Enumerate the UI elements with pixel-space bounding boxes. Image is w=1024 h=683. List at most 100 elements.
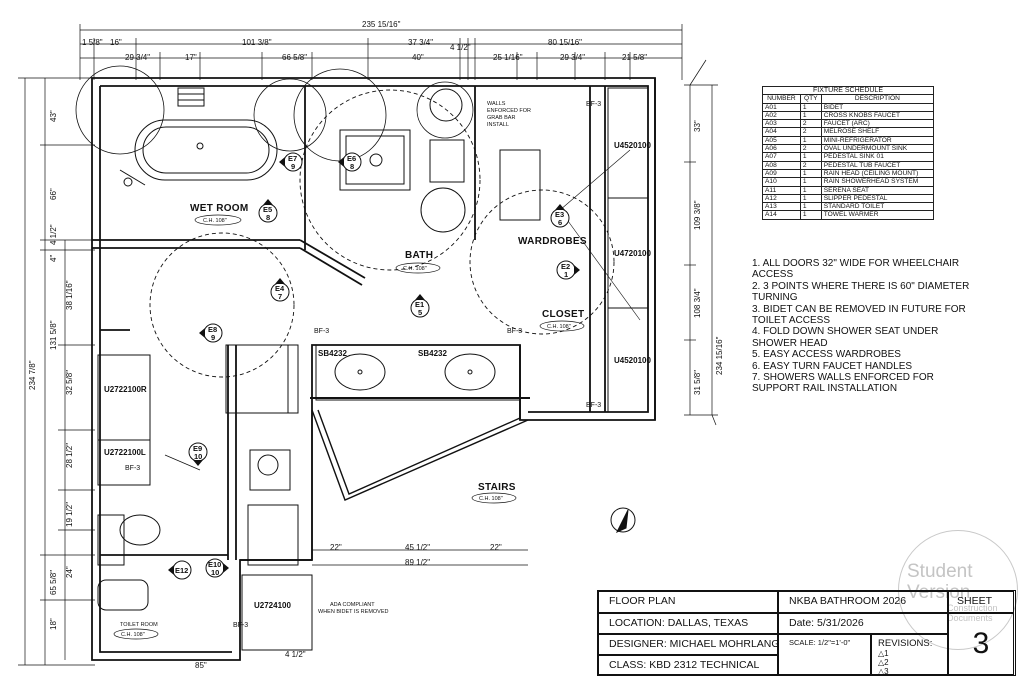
tag-e1: E1 — [415, 300, 424, 309]
bf-label: BF-3 — [507, 328, 522, 335]
room-toilet-room: TOILET ROOM — [120, 622, 158, 628]
schedule-cell: A03 — [762, 119, 801, 129]
schedule-cell: 2 — [799, 127, 822, 137]
dim-top: 1 5/8" — [82, 38, 103, 47]
cabinet-u2: U4720100 — [614, 249, 651, 258]
schedule-cell: 1 — [799, 193, 822, 204]
schedule-cell: A01 — [762, 102, 801, 112]
tb-revisions: REVISIONS: △1 △2 △3 — [871, 634, 948, 676]
cabinet-u5: U2722100L — [104, 448, 146, 457]
schedule-cell: 1 — [799, 185, 822, 195]
left-dimension-lines — [18, 77, 95, 666]
right-dimension-lines — [684, 59, 718, 426]
dimension-labels: 235 15/16" 1 5/8" 16" 101 3/8" 37 3/4" 4… — [28, 20, 724, 670]
tb-location: LOCATION: DALLAS, TEXAS — [598, 613, 778, 634]
bf-label: BF-3 — [586, 101, 601, 108]
bf-label: BF-3 — [314, 328, 329, 335]
rev-triangle-icon: △2 — [878, 658, 889, 667]
tag-e4: E4 — [275, 284, 285, 293]
dim-stairs: 45 1/2" — [405, 543, 430, 552]
dim-top-second: 29 3/4" — [560, 53, 585, 62]
tag-e12: E12 — [175, 566, 188, 575]
tb-date: Date: 5/31/2026 — [778, 613, 948, 634]
tb-designer: DESIGNER: MICHAEL MOHRLANG — [598, 634, 780, 655]
schedule-cell: A09 — [762, 168, 801, 179]
tag-e9: E9 — [193, 444, 202, 453]
bf-label: BF-3 — [586, 402, 601, 409]
room-wardrobes: WARDROBES — [518, 236, 587, 247]
tag-e4-n: 7 — [278, 292, 282, 301]
room-ch: C.H. 108" — [403, 266, 427, 272]
tag-e8: E8 — [208, 325, 217, 334]
dim-left-mid: 131 5/8" — [49, 320, 58, 350]
watermark-line: Documents — [947, 613, 993, 623]
dim-left-mid: 4" — [49, 255, 58, 262]
schedule-cell: 1 — [799, 135, 822, 146]
schedule-cell: 1 — [799, 168, 822, 179]
dim-left-mid: 4 1/2" — [49, 224, 58, 245]
schedule-cell: CROSS KNOBS FAUCET — [820, 110, 935, 121]
tb-scale: SCALE: 1/2"=1'-0" — [778, 634, 871, 675]
dim-left-inner: 19 1/2" — [65, 502, 74, 527]
room-stairs: STAIRS — [478, 482, 516, 493]
schedule-cell: A06 — [762, 144, 801, 154]
note-item: 6. EASY TURN FAUCET HANDLES — [752, 360, 913, 372]
bf-label: BF-3 — [233, 622, 248, 629]
room-labels: WET ROOM C.H. 108" BATH C.H. 108" WARDRO… — [113, 203, 587, 640]
schedule-cell: SERENA SEAT — [820, 185, 935, 195]
dim-top-second: 25 1/16" — [493, 53, 523, 62]
schedule-cell: 1 — [799, 210, 822, 220]
tag-e3-n: 6 — [558, 218, 562, 227]
dim-left-mid: 18" — [49, 618, 58, 630]
schedule-cell: PEDESTAL TUB FAUCET — [820, 160, 935, 170]
schedule-cell: MELROSE SHELF — [820, 127, 935, 137]
turning-circles — [149, 89, 615, 378]
dim-right-a: 108 3/4" — [693, 288, 702, 318]
note-item: 1. ALL DOORS 32" WIDE FOR WHEELCHAIR ACC… — [752, 258, 960, 281]
tag-e10: E10 — [208, 560, 221, 569]
tag-e10-n: 10 — [211, 568, 219, 577]
dim-right-a: 33" — [693, 120, 702, 132]
schedule-header: NUMBER — [762, 94, 801, 104]
rev-triangle-icon: △3 — [878, 667, 889, 676]
schedule-title: FIXTURE SCHEDULE — [762, 86, 934, 95]
dim-left-inner: 38 1/16" — [65, 280, 74, 310]
rev-mark: 2 — [884, 658, 889, 667]
tag-e3: E3 — [555, 210, 564, 219]
dim-top-second: 17" — [185, 53, 197, 62]
vanity — [225, 344, 530, 414]
schedule-cell: A07 — [762, 152, 801, 162]
schedule-cell: A13 — [762, 202, 801, 212]
tag-e7: E7 — [288, 154, 297, 163]
schedule-cell: A11 — [762, 185, 801, 195]
cabinet-u4: U2722100R — [104, 385, 147, 394]
schedule-cell: OVAL UNDERMOUNT SINK — [820, 144, 935, 154]
schedule-cell: A12 — [762, 193, 801, 204]
rev-mark: 1 — [884, 649, 889, 658]
tb-revisions-label: REVISIONS: — [878, 638, 933, 649]
toilet-room-fixtures — [97, 354, 313, 651]
room-wet-room: WET ROOM — [190, 203, 249, 214]
dim-top: 80 15/16" — [548, 38, 582, 47]
dim-left-inner: 28 1/2" — [65, 443, 74, 468]
bf-labels: BF-3 BF-3 BF-3 BF-3 BF-3 BF-3 — [125, 101, 601, 629]
schedule-cell: A05 — [762, 135, 801, 146]
schedule-cell: TOWEL WARMER — [820, 210, 935, 220]
dim-left-inner: 32 5/8" — [65, 370, 74, 395]
ada-note: WHEN BIDET IS REMOVED — [318, 609, 389, 615]
schedule-cell: BIDET — [820, 102, 935, 112]
tag-e2: E2 — [561, 262, 570, 271]
schedule-header: QTY — [799, 94, 822, 104]
